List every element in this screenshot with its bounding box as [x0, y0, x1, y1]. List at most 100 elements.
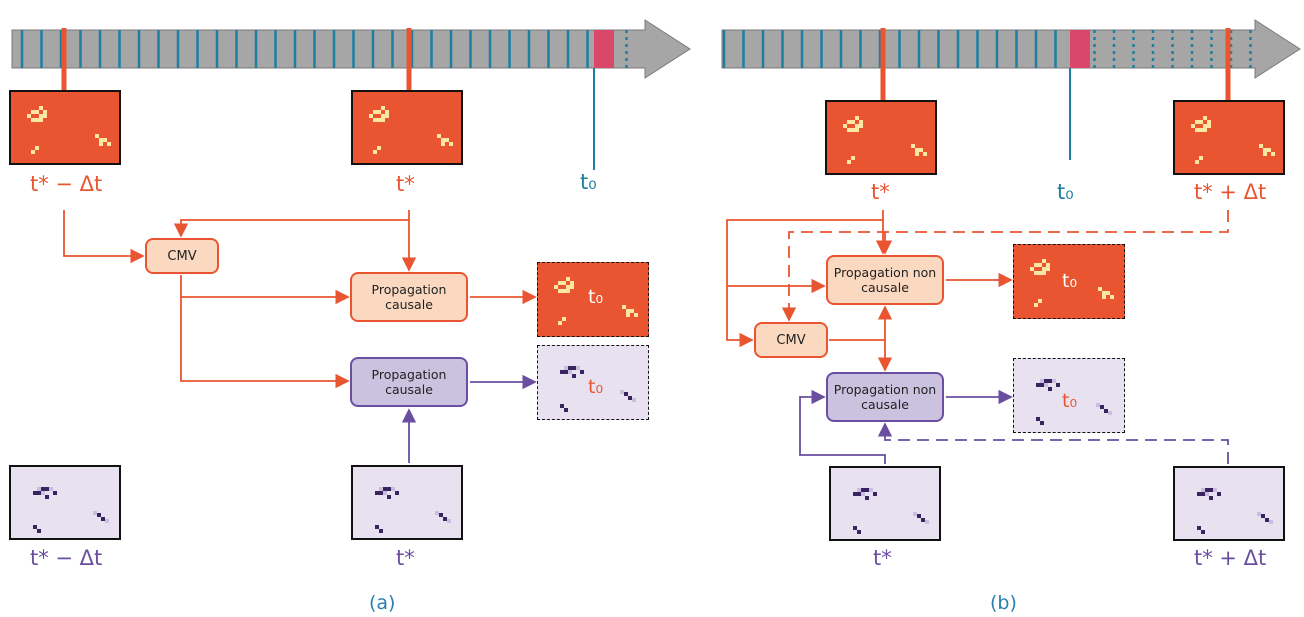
- image-tstar-purple-a: [351, 465, 463, 540]
- propagation-causale-purple-box: Propagation causale: [350, 357, 468, 407]
- blob-pixel: [869, 488, 873, 492]
- blob-pixel: [107, 142, 111, 146]
- label-t0-a: t₀: [580, 170, 597, 194]
- wire-b-11: [877, 422, 1229, 464]
- blob-pixel: [1269, 520, 1273, 524]
- timeline-arrow: [11, 19, 691, 79]
- blob-pixel: [1197, 526, 1201, 530]
- output-t0-label-orange-a: t₀: [588, 286, 604, 308]
- blob-pixel: [441, 142, 445, 146]
- blob-pixel: [31, 110, 35, 114]
- image-tstar-plus-dt-orange: [1173, 100, 1285, 175]
- blob-pixel: [1034, 263, 1038, 267]
- blob-pixel: [855, 128, 859, 132]
- blob-pixel: [1102, 291, 1106, 295]
- blob-pixel: [857, 488, 861, 492]
- blob-pixel: [568, 366, 572, 370]
- blob-pixel: [1030, 267, 1034, 271]
- blob-pixel: [1213, 488, 1217, 492]
- blob-pixel: [1038, 263, 1042, 267]
- blob-pixel: [1201, 488, 1205, 492]
- blob-pixel: [375, 525, 379, 529]
- blob-pixel: [622, 305, 626, 309]
- blob-pixel: [1110, 295, 1114, 299]
- blob-pixel: [379, 491, 383, 495]
- blob-pixel: [35, 118, 39, 122]
- blob-pixel: [1265, 518, 1269, 522]
- blob-pixel: [53, 491, 57, 495]
- output-purple-a: [537, 345, 649, 420]
- caption-a: (a): [369, 592, 396, 614]
- blob-pixel: [1098, 287, 1102, 291]
- blob-pixel: [1042, 259, 1046, 263]
- blob-pixel: [381, 114, 385, 118]
- blob-pixel: [391, 487, 395, 491]
- blob-pixel: [99, 138, 103, 142]
- blob-pixel: [564, 370, 568, 374]
- blob-pixel: [27, 114, 31, 118]
- blob-pixel: [566, 277, 570, 281]
- blob-pixel: [626, 313, 630, 317]
- image-blobs: [1197, 488, 1273, 534]
- t0-marker: [594, 30, 614, 68]
- wire-a-1: [63, 210, 145, 264]
- blob-pixel: [628, 396, 632, 400]
- blob-pixel: [564, 408, 568, 412]
- wire-b-4: [781, 210, 1229, 322]
- blob-pixel: [865, 488, 869, 492]
- blob-pixel: [1205, 488, 1209, 492]
- blob-pixel: [861, 492, 865, 496]
- blob-pixel: [45, 495, 49, 499]
- blob-pixel: [1203, 124, 1207, 128]
- blob-pixel: [1197, 492, 1201, 496]
- image-blobs: [1036, 379, 1112, 425]
- image-blobs: [33, 487, 109, 533]
- blob-pixel: [576, 366, 580, 370]
- wire-b-10: [799, 389, 886, 464]
- blob-pixel: [377, 110, 381, 114]
- blob-pixel: [554, 285, 558, 289]
- connectors: [63, 210, 1229, 464]
- blob-pixel: [31, 150, 35, 154]
- blob-pixel: [33, 525, 37, 529]
- blob-pixel: [1263, 152, 1267, 156]
- blob-pixel: [572, 366, 576, 370]
- blob-pixel: [37, 491, 41, 495]
- blob-pixel: [873, 492, 877, 496]
- wire-a-5: [180, 297, 350, 389]
- blob-pixel: [851, 120, 855, 124]
- blob-pixel: [383, 487, 387, 491]
- image-blobs: [554, 277, 638, 325]
- blob-pixel: [445, 138, 449, 142]
- blob-pixel: [859, 120, 863, 124]
- blob-pixel: [1263, 148, 1267, 152]
- label-tstar-bottom-b: t*: [873, 546, 892, 570]
- blob-pixel: [1044, 383, 1048, 387]
- blob-pixel: [851, 156, 855, 160]
- blob-pixel: [381, 118, 385, 122]
- blob-pixel: [1199, 128, 1203, 132]
- blob-pixel: [1034, 303, 1038, 307]
- t0-marker: [1070, 30, 1090, 68]
- blob-pixel: [855, 124, 859, 128]
- output-purple-b: [1013, 358, 1125, 433]
- blob-pixel: [1271, 152, 1275, 156]
- blob-pixel: [865, 496, 869, 500]
- blob-pixel: [1100, 405, 1104, 409]
- blob-pixel: [43, 114, 47, 118]
- wire-a-4: [180, 275, 350, 305]
- blob-pixel: [443, 517, 447, 521]
- blob-pixel: [851, 128, 855, 132]
- blob-pixel: [37, 529, 41, 533]
- blob-pixel: [387, 495, 391, 499]
- image-blobs: [853, 488, 929, 534]
- blob-pixel: [1046, 267, 1050, 271]
- blob-pixel: [447, 519, 451, 523]
- blob-pixel: [925, 520, 929, 524]
- blob-pixel: [1040, 379, 1044, 383]
- blob-pixel: [1199, 156, 1203, 160]
- output-t0-label-orange-b: t₀: [1062, 270, 1078, 292]
- blob-pixel: [570, 281, 574, 285]
- blob-pixel: [31, 118, 35, 122]
- blob-pixel: [441, 138, 445, 142]
